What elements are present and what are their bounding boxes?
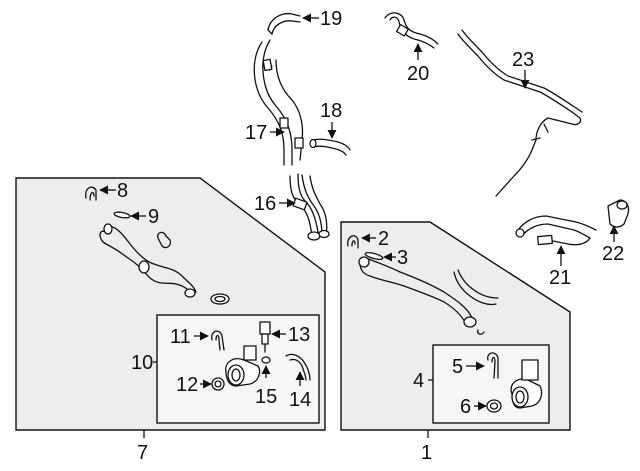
part-22-connector xyxy=(607,199,630,228)
part-clip-small xyxy=(157,231,172,249)
callout-10: 10 xyxy=(131,352,153,374)
callout-4: 4 xyxy=(413,370,424,392)
part-16-hose-pair xyxy=(289,173,330,241)
part-8-clamp xyxy=(85,186,97,201)
part-9-oring xyxy=(113,211,131,219)
part-11-clamp xyxy=(211,330,225,351)
part-18-hose xyxy=(309,138,351,156)
part-2-clamp xyxy=(347,235,359,249)
part-20-hose xyxy=(384,12,439,49)
callout-2: 2 xyxy=(378,228,389,250)
part-panel7-clamp-ring xyxy=(210,293,230,305)
part-21-hose xyxy=(515,215,597,246)
part-13-sensor xyxy=(259,321,271,353)
part-23-tube xyxy=(457,29,583,197)
callout-20: 20 xyxy=(407,63,429,85)
part-subassembly4-housing xyxy=(510,359,543,409)
part-15-oring xyxy=(261,356,271,364)
callout-16: 16 xyxy=(254,193,276,215)
callout-14: 14 xyxy=(289,389,311,411)
part-19-hose-end xyxy=(267,12,301,35)
callout-9: 9 xyxy=(148,206,159,228)
callout-8: 8 xyxy=(117,180,128,202)
part-17-hose-assembly xyxy=(253,39,304,166)
leader-lines xyxy=(99,13,619,438)
callout-21: 21 xyxy=(549,267,571,289)
callout-23: 23 xyxy=(512,49,534,71)
part-panel7-main-hose xyxy=(99,223,197,298)
part-14-hose xyxy=(285,353,311,381)
callout-1: 1 xyxy=(421,442,432,464)
assembly-panel-7 xyxy=(15,177,326,431)
callout-22: 22 xyxy=(602,243,624,265)
part-3-oring xyxy=(364,251,384,261)
callout-7: 7 xyxy=(137,442,148,464)
callout-11: 11 xyxy=(170,326,191,348)
callout-15: 15 xyxy=(255,386,277,408)
part-6-oring xyxy=(486,399,502,413)
callout-5: 5 xyxy=(452,356,463,378)
callout-13: 13 xyxy=(288,324,310,346)
part-12-oring xyxy=(211,377,225,391)
callout-3: 3 xyxy=(397,247,408,269)
callout-6: 6 xyxy=(460,396,471,418)
part-5-clamp xyxy=(487,352,499,379)
callout-18: 18 xyxy=(320,100,342,122)
part-subassembly10-housing xyxy=(225,345,261,387)
part-panel1-main-hose xyxy=(358,256,499,335)
callout-17: 17 xyxy=(245,122,267,144)
callout-12: 12 xyxy=(176,374,198,396)
callout-labels: 19 20 23 18 17 16 21 22 8 9 2 3 11 13 10… xyxy=(117,8,624,464)
callout-19: 19 xyxy=(320,8,342,30)
